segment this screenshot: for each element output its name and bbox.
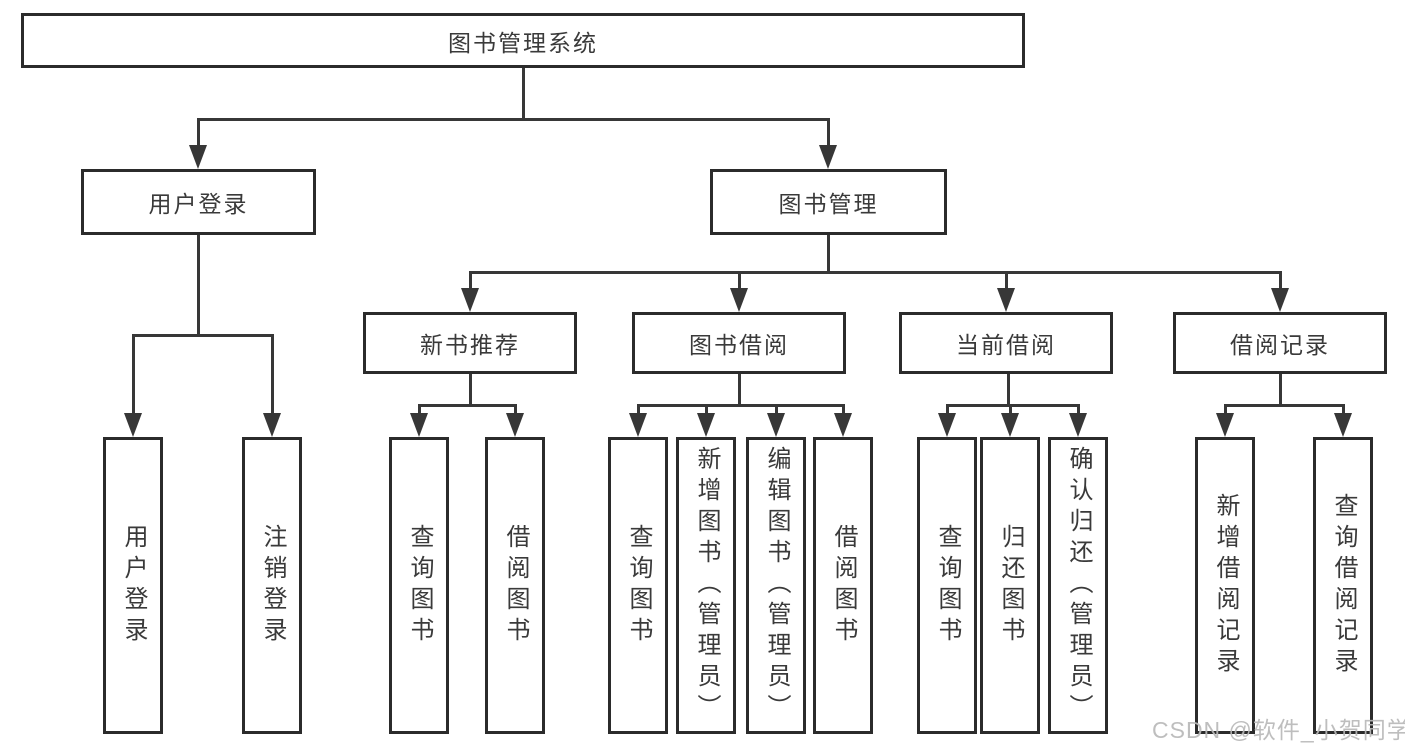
connector-drop-book-borrowing [738,271,741,290]
connector-drop-borrowing-edit [775,404,778,415]
node-recommend-query-books-label: 查询图书 [406,523,433,648]
node-borrowing-add-books-label: 新增图书（管理员） [693,446,720,725]
connector-root-rail [197,118,830,121]
node-borrowing-borrow-books-label: 借阅图书 [830,523,857,648]
node-records-query-record: 查询借阅记录 [1313,437,1373,734]
arrow-to-borrowing-records [1271,288,1289,312]
connector-drop-logout [271,334,274,415]
node-recommend-borrow-books-label: 借阅图书 [502,523,529,648]
arrow-to-recommend-borrow [506,413,524,437]
node-current-query-books: 查询图书 [917,437,977,734]
connector-current-rail [946,404,1079,407]
node-recommend-query-books: 查询图书 [389,437,449,734]
node-book-management-label: 图书管理 [778,191,879,217]
arrow-to-logout [263,413,281,437]
arrow-to-current-borrowing [997,288,1015,312]
connector-drop-records-add [1224,404,1227,415]
node-records-add-record-label: 新增借阅记录 [1212,492,1239,679]
connector-drop-current-query [946,404,949,415]
arrow-to-records-add [1216,413,1234,437]
connector-drop-recommend-borrow [514,404,517,415]
node-current-confirm-return-label: 确认归还（管理员） [1065,446,1092,725]
arrow-to-book-borrowing [730,288,748,312]
connector-drop-current-borrowing [1005,271,1008,290]
node-borrowing-records-label: 借阅记录 [1230,332,1330,358]
node-borrowing-records: 借阅记录 [1173,312,1387,374]
connector-drop-borrowing-records [1279,271,1282,290]
connector-user-login-rail [132,334,273,337]
arrow-to-borrowing-borrow [834,413,852,437]
connector-root-trunk [522,68,525,119]
arrow-to-records-query [1334,413,1352,437]
arrow-to-current-query [938,413,956,437]
node-borrowing-query-books: 查询图书 [608,437,668,734]
connector-drop-new-book-recommendation [469,271,472,290]
node-logout: 注销登录 [242,437,302,734]
arrow-to-borrowing-query [629,413,647,437]
arrow-to-book-management [819,145,837,169]
arrow-to-login [124,413,142,437]
node-current-borrowing-label: 当前借阅 [956,332,1056,358]
node-borrowing-add-books: 新增图书（管理员） [676,437,736,734]
connector-current-trunk [1007,374,1010,407]
connector-records-trunk [1279,374,1282,407]
connector-drop-current-confirm [1077,404,1080,415]
arrow-to-borrowing-edit [767,413,785,437]
connector-borrowing-rail [637,404,845,407]
node-borrowing-borrow-books: 借阅图书 [813,437,873,734]
node-recommend-borrow-books: 借阅图书 [485,437,545,734]
connector-drop-current-return [1009,404,1012,415]
node-current-confirm-return: 确认归还（管理员） [1048,437,1108,734]
connector-drop-book-management [827,118,830,147]
connector-book-management-rail [469,271,1281,274]
node-current-borrowing: 当前借阅 [899,312,1113,374]
connector-recommend-trunk [469,374,472,407]
connector-drop-recommend-query [418,404,421,415]
arrow-to-user-login [189,145,207,169]
node-current-query-books-label: 查询图书 [934,523,961,648]
node-book-management: 图书管理 [710,169,947,235]
node-current-return-books: 归还图书 [980,437,1040,734]
connector-drop-borrowing-add [705,404,708,415]
node-borrowing-edit-books-label: 编辑图书（管理员） [763,446,790,725]
node-login-label: 用户登录 [120,523,147,648]
node-current-return-books-label: 归还图书 [997,523,1024,648]
connector-drop-user-login [197,118,200,147]
node-book-borrowing: 图书借阅 [632,312,846,374]
connector-drop-borrowing-query [637,404,640,415]
connector-drop-borrowing-borrow [842,404,845,415]
node-logout-label: 注销登录 [259,523,286,648]
node-login: 用户登录 [103,437,163,734]
node-root-label: 图书管理系统 [448,29,598,56]
connector-drop-login [132,334,135,415]
node-root: 图书管理系统 [21,13,1025,68]
connector-book-management-trunk [827,235,830,272]
connector-drop-records-query [1342,404,1345,415]
csdn-watermark: CSDN @软件_小贺同学 [1152,717,1405,743]
arrow-to-new-book-recommendation [461,288,479,312]
node-records-add-record: 新增借阅记录 [1195,437,1255,734]
node-user-login-label: 用户登录 [148,191,249,217]
connector-borrowing-trunk [738,374,741,407]
arrow-to-current-return [1001,413,1019,437]
arrow-to-current-confirm [1069,413,1087,437]
arrow-to-recommend-query [410,413,428,437]
node-book-borrowing-label: 图书借阅 [689,332,789,358]
node-borrowing-query-books-label: 查询图书 [625,523,652,648]
connector-recommend-rail [418,404,517,407]
node-user-login: 用户登录 [81,169,316,235]
arrow-to-borrowing-add [697,413,715,437]
connector-user-login-trunk [197,235,200,337]
node-new-book-recommendation-label: 新书推荐 [420,332,520,358]
connector-records-rail [1224,404,1344,407]
node-borrowing-edit-books: 编辑图书（管理员） [746,437,806,734]
node-records-query-record-label: 查询借阅记录 [1330,492,1357,679]
node-new-book-recommendation: 新书推荐 [363,312,577,374]
